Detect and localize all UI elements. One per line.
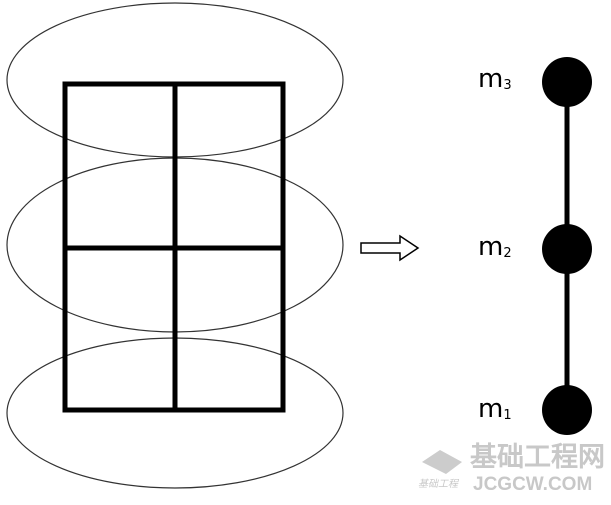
label-m2: m2	[478, 232, 512, 262]
arrow-icon	[360, 234, 420, 262]
mass-1	[542, 385, 592, 435]
watermark-en: JCGCW.COM	[473, 474, 593, 495]
mass-3	[542, 57, 592, 107]
watermark-logo-icon	[422, 450, 462, 474]
mass-2	[542, 224, 592, 274]
label-m1: m1	[478, 394, 512, 424]
label-m3: m3	[478, 64, 512, 94]
frame	[62, 81, 286, 413]
watermark-cn: 基础工程网	[470, 442, 605, 472]
watermark-small: 基础工程	[418, 479, 458, 490]
